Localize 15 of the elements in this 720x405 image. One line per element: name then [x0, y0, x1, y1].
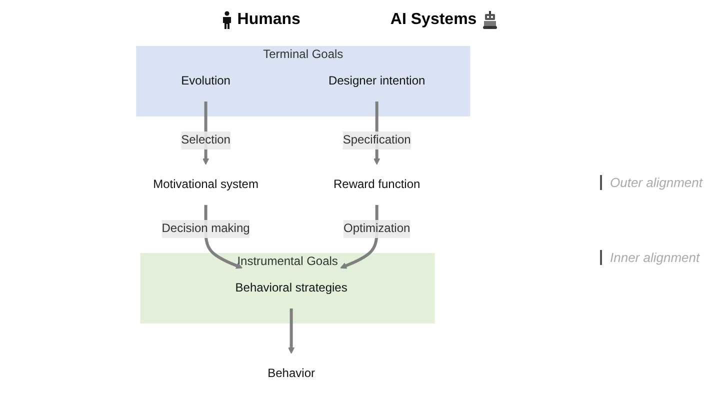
bracket-label: Outer alignment: [600, 175, 720, 190]
edge-label: Decision making: [161, 222, 250, 235]
node-text: Behavior: [267, 367, 315, 380]
arrow: [288, 308, 294, 354]
bracket-label: Inner alignment: [600, 250, 720, 265]
edge-label: Specification: [342, 134, 410, 146]
node-text: Designer intention: [328, 74, 425, 88]
edge-label: Selection: [180, 134, 230, 146]
column-heading: AI Systems: [390, 11, 477, 29]
node-text: Behavioral strategies: [234, 282, 347, 294]
edge-label: Optimization: [343, 222, 410, 235]
node-text: Evolution: [180, 74, 230, 88]
node-text: Motivational system: [152, 178, 258, 191]
column-heading: Humans: [237, 11, 300, 29]
node-text: Reward function: [333, 178, 420, 191]
